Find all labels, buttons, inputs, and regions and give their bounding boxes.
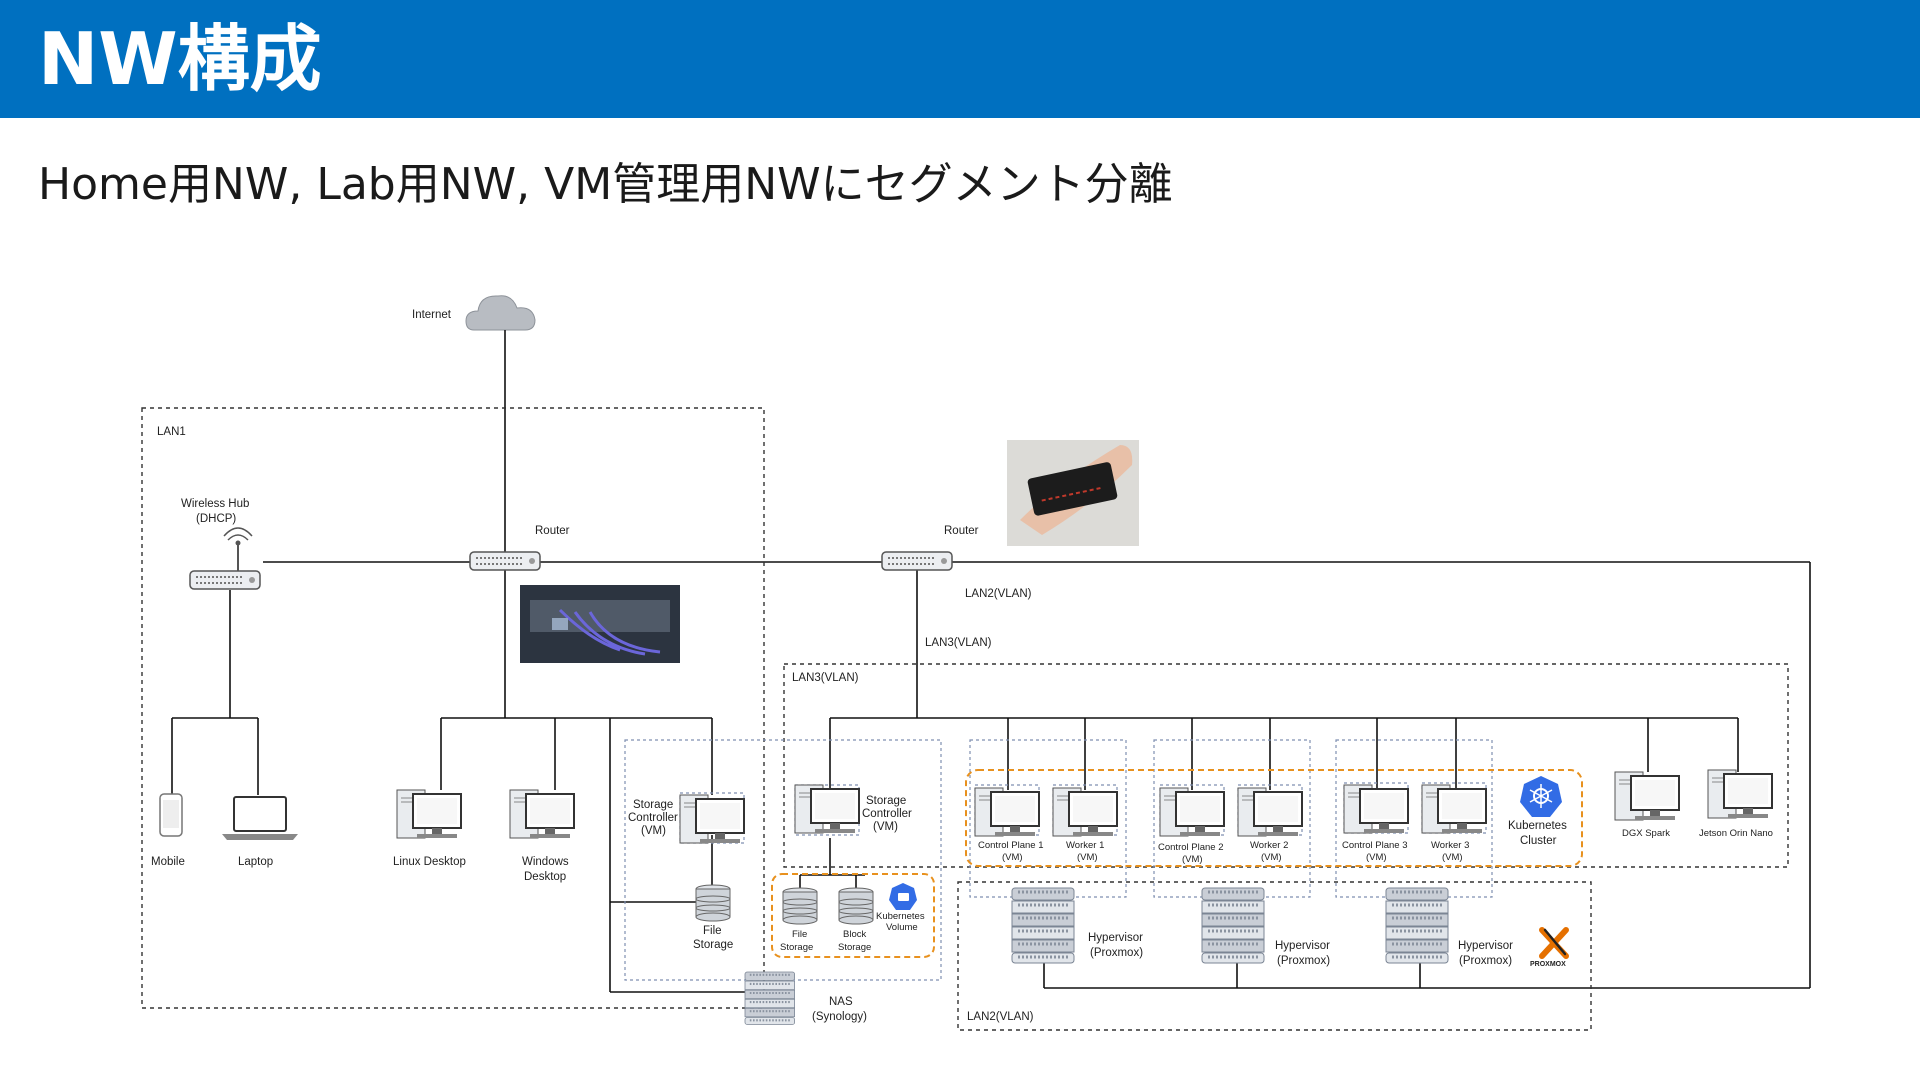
- kubernetes-cluster-label-2: Cluster: [1520, 835, 1557, 847]
- wireless-hub-sublabel: (DHCP): [196, 513, 236, 525]
- block-storage-label: Block: [843, 929, 866, 940]
- block-storage-icon: [838, 887, 874, 925]
- nas-label: NAS: [829, 996, 853, 1008]
- windows-desktop-label-2: Desktop: [524, 871, 566, 883]
- control-plane-3-icon: [1343, 784, 1409, 834]
- router1-label: Router: [535, 525, 570, 537]
- hypervisor-1-label: Hypervisor: [1088, 932, 1143, 944]
- storage-controller-right-label-3: (VM): [873, 821, 898, 833]
- kubernetes-cluster-group: [965, 769, 1583, 867]
- hypervisor-3-icon: [1384, 886, 1450, 965]
- control-plane-3-label-2: (VM): [1366, 852, 1387, 863]
- dgx-spark-icon: [1614, 771, 1680, 821]
- worker-1-label: Worker 1: [1066, 840, 1104, 851]
- control-plane-3-label: Control Plane 3: [1342, 840, 1407, 851]
- storage-group: [771, 873, 935, 958]
- jetson-icon: [1707, 769, 1773, 819]
- hypervisor-2-label: Hypervisor: [1275, 940, 1330, 952]
- lan1-label: LAN1: [157, 426, 186, 438]
- control-plane-2-icon: [1159, 787, 1225, 837]
- control-plane-1-label-2: (VM): [1002, 852, 1023, 863]
- linux-desktop-icon: [396, 789, 462, 839]
- router2-label: Router: [944, 525, 979, 537]
- control-plane-1-icon: [974, 787, 1040, 837]
- hypervisor-3-label-2: (Proxmox): [1459, 955, 1512, 967]
- control-plane-2-label-2: (VM): [1182, 854, 1203, 865]
- kubernetes-volume-icon: [889, 883, 917, 910]
- file-storage-left-label-2: Storage: [693, 939, 733, 951]
- router-icon: [469, 551, 541, 571]
- laptop-icon: [222, 796, 298, 840]
- linux-desktop-label: Linux Desktop: [393, 856, 466, 868]
- wireless-hub-label: Wireless Hub: [181, 498, 249, 510]
- storage-controller-right-label-2: Controller: [862, 808, 912, 820]
- worker-1-icon: [1052, 787, 1118, 837]
- lan2-boundary: [957, 881, 1592, 1031]
- nas-icon: [743, 970, 796, 1026]
- slide-title: NW構成: [38, 17, 322, 101]
- kubernetes-volume-label-2: Volume: [886, 922, 918, 933]
- header-bar: [0, 0, 1920, 118]
- worker-3-label: Worker 3: [1431, 840, 1469, 851]
- file-storage-right-icon: [782, 887, 818, 925]
- file-storage-right-label-2: Storage: [780, 942, 813, 953]
- hypervisor-1-label-2: (Proxmox): [1090, 947, 1143, 959]
- lan3-boundary: [783, 663, 1789, 868]
- lan2-top-label: LAN2(VLAN): [965, 588, 1032, 600]
- mobile-label: Mobile: [151, 856, 185, 868]
- nas-label-2: (Synology): [812, 1011, 867, 1023]
- proxmox-logo-text: PROXMOX: [1530, 961, 1566, 968]
- proxmox-icon: [1539, 927, 1569, 959]
- internet-cloud-icon: [465, 295, 536, 331]
- storage-controller-left-label-3: (VM): [641, 825, 666, 837]
- laptop-label: Laptop: [238, 856, 273, 868]
- control-plane-2-label: Control Plane 2: [1158, 842, 1223, 853]
- storage-controller-left-label: Storage: [633, 799, 673, 811]
- internet-label: Internet: [412, 309, 452, 321]
- file-storage-right-label: File: [792, 929, 807, 940]
- worker-2-label: Worker 2: [1250, 840, 1288, 851]
- kubernetes-cluster-label: Kubernetes: [1508, 820, 1567, 832]
- windows-desktop-label: Windows: [522, 856, 569, 868]
- hypervisor-1-icon: [1010, 886, 1076, 965]
- hypervisor-3-label: Hypervisor: [1458, 940, 1513, 952]
- mobile-icon: [159, 793, 183, 837]
- storage-controller-right-icon: [794, 784, 860, 834]
- windows-desktop-icon: [509, 789, 575, 839]
- kubernetes-icon: [1520, 776, 1562, 817]
- worker-3-label-2: (VM): [1442, 852, 1463, 863]
- slide-subtitle: Home用NW, Lab用NW, VM管理用NWにセグメント分離: [38, 159, 1173, 210]
- storage-controller-right-label: Storage: [866, 795, 906, 807]
- worker-3-icon: [1421, 784, 1487, 834]
- wireless-hub-icon: [189, 527, 261, 590]
- worker-2-label-2: (VM): [1261, 852, 1282, 863]
- hypervisor-2-label-2: (Proxmox): [1277, 955, 1330, 967]
- dgx-spark-label: DGX Spark: [1622, 828, 1670, 839]
- file-storage-left-label: File: [703, 925, 722, 937]
- switch-photo: [520, 585, 680, 663]
- lan3-line-label: LAN3(VLAN): [925, 637, 992, 649]
- block-storage-label-2: Storage: [838, 942, 871, 953]
- file-storage-left-icon: [695, 884, 731, 922]
- lan1-boundary: [141, 407, 765, 1009]
- worker-1-label-2: (VM): [1077, 852, 1098, 863]
- storage-controller-left-label-2: Controller: [628, 812, 678, 824]
- kubernetes-volume-label: Kubernetes: [876, 911, 925, 922]
- worker-2-icon: [1237, 787, 1303, 837]
- jetson-label: Jetson Orin Nano: [1699, 828, 1773, 839]
- hypervisor-2-icon: [1200, 886, 1266, 965]
- router-icon: [881, 551, 953, 571]
- lan3-box-label: LAN3(VLAN): [792, 672, 859, 684]
- control-plane-1-label: Control Plane 1: [978, 840, 1043, 851]
- lan2-bottom-label: LAN2(VLAN): [967, 1011, 1034, 1023]
- router-photo: [1007, 440, 1139, 546]
